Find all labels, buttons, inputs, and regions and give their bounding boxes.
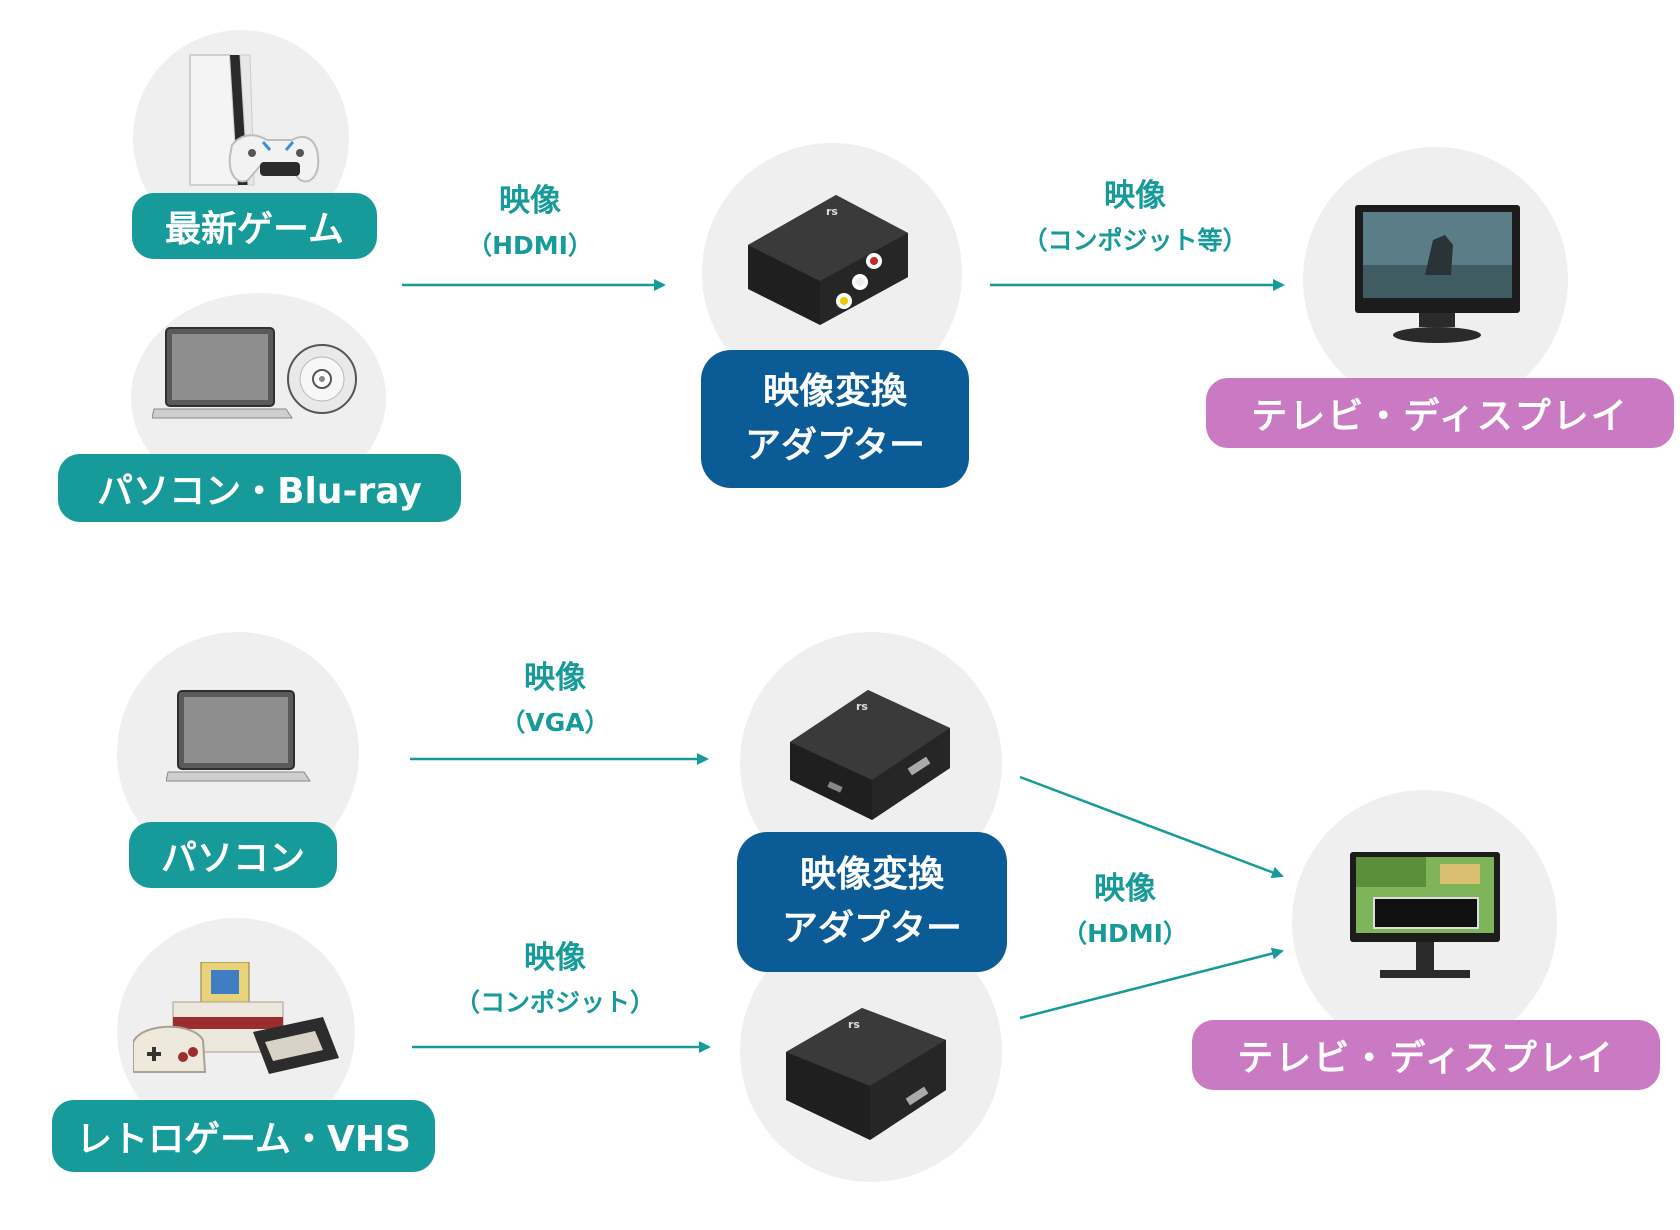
output-signal-subtitle-1: （コンポジット等） [1022,226,1248,255]
svg-text:rs: rs [848,1018,860,1031]
input-signal-subtitle-1: （HDMI） [467,231,593,260]
input-signal-title-2b: 映像 [524,940,586,976]
input-signal-title-2a: 映像 [524,660,586,696]
av-to-hdmi-converter-icon: rs [786,1008,946,1140]
adapter-label-1: 映像変換 アダプター [701,350,969,488]
input-signal-label-1: 映像 （HDMI） [440,175,620,262]
laptop-disc-icon [152,327,357,419]
source-label-pc-bluray: パソコン・Blu-ray [58,454,461,522]
output-signal-label-1: 映像 （コンポジット等） [990,170,1280,257]
tv-monitor-icon [1355,205,1520,343]
source-label-retro-vhs: レトロゲーム・VHS [52,1100,435,1172]
arrow-output-2a [1019,775,1284,879]
arrow-output-2b [1019,947,1284,1020]
vga-to-hdmi-converter-icon: rs [790,690,950,820]
output-signal-label-2: 映像 （HDMI） [1040,863,1210,950]
svg-text:rs: rs [856,700,868,713]
destination-label-2: テレビ・ディスプレイ [1192,1020,1660,1090]
adapter-label-2-line2: アダプター [781,908,962,949]
source-label-game: 最新ゲーム [132,193,377,259]
input-signal-label-2a: 映像 （VGA） [465,652,645,739]
svg-text:rs: rs [826,205,838,218]
source-label-pc: パソコン [129,822,337,888]
input-signal-title-1: 映像 [499,183,561,219]
hdmi-to-av-converter-icon: rs [748,195,908,325]
input-signal-subtitle-2a: （VGA） [500,708,610,737]
output-signal-subtitle-2: （HDMI） [1062,919,1188,948]
adapter-label-2: 映像変換 アダプター [737,832,1007,972]
laptop-icon [166,690,311,782]
adapter-label-2-line1: 映像変換 [799,854,944,895]
input-signal-label-2b: 映像 （コンポジット） [430,932,680,1019]
adapter-label-1-line2: アダプター [744,425,925,466]
adapter-label-1-line1: 映像変換 [762,371,907,412]
game-console-icon [189,54,320,186]
retro-console-vhs-icon [133,962,339,1074]
output-signal-title-2: 映像 [1094,871,1156,907]
destination-label-1: テレビ・ディスプレイ [1206,378,1674,448]
tv-monitor-retro-icon [1350,852,1500,978]
output-signal-title-1: 映像 [1104,178,1166,214]
input-signal-subtitle-2b: （コンポジット） [454,988,655,1017]
